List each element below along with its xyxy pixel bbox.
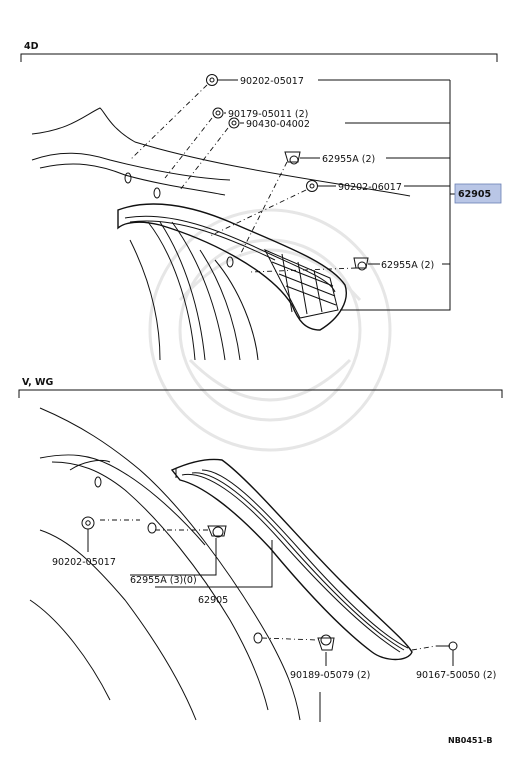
part-label: 90202-05017	[240, 76, 304, 87]
section-label-4d: 4D	[24, 41, 39, 52]
clip-icon	[353, 257, 369, 271]
part-label: 62955A (2)	[381, 260, 434, 271]
washer-icon	[228, 117, 240, 129]
clip-icon	[284, 151, 301, 165]
nut-icon	[306, 180, 318, 192]
highlighted-part-number[interactable]: 62905	[458, 189, 491, 200]
top-garnish-outline	[117, 203, 347, 331]
part-label: 90167-50050 (2)	[416, 670, 496, 681]
dashed-leader	[129, 84, 208, 161]
bottom-garnish-outline	[170, 458, 413, 661]
pillar-lines	[147, 221, 196, 361]
part-label: 90202-05017	[52, 557, 116, 568]
reference-code: NB0451-B	[448, 736, 492, 745]
top-garnish-grille	[263, 248, 339, 319]
bottom-section: V, WG	[18, 377, 503, 722]
top-roof-edge	[31, 152, 231, 181]
top-section: 4D	[20, 41, 502, 361]
nut-icon	[212, 107, 224, 119]
nut-icon	[81, 516, 95, 530]
nut-icon	[206, 74, 218, 86]
part-label: 90179-05011 (2)	[228, 109, 308, 120]
top-roof-outline	[31, 107, 411, 197]
screw-icon	[436, 641, 458, 651]
clip-icon	[207, 525, 227, 538]
highlighted-part-box[interactable]	[454, 183, 502, 204]
part-label: 62905	[198, 595, 228, 606]
part-label: 90430-04002	[246, 119, 310, 130]
section-label-vwg: V, WG	[22, 377, 54, 388]
rear-body-outline	[39, 407, 301, 721]
top-collector-line	[340, 80, 451, 311]
part-label: 90189-05079 (2)	[290, 670, 370, 681]
clip-icon	[317, 634, 335, 651]
top-bracket	[20, 53, 498, 62]
watermark	[148, 208, 392, 452]
part-label: 62955A (2)	[322, 154, 375, 165]
part-label: 62955A (3)(0)	[130, 575, 197, 586]
part-label: 90202-06017	[338, 182, 402, 193]
bottom-bracket	[18, 389, 503, 398]
